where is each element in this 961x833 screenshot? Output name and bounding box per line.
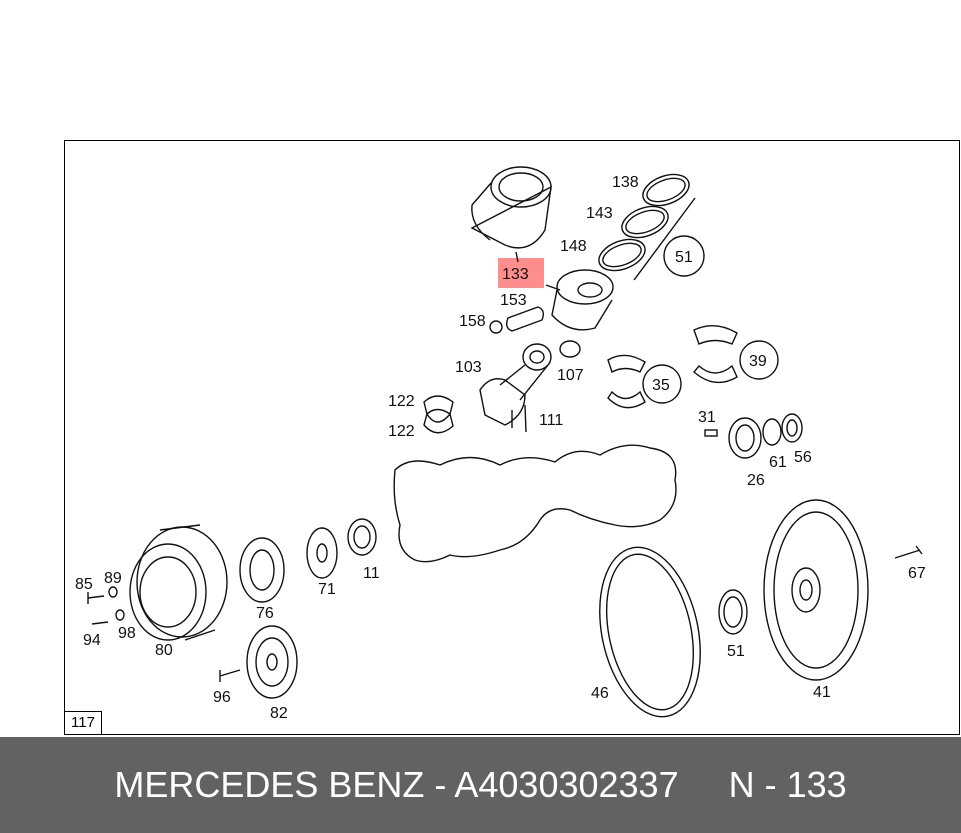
callout-103: 103 — [455, 359, 482, 376]
piston — [545, 269, 614, 331]
callout-85: 85 — [75, 576, 93, 593]
callout-143: 143 — [586, 205, 613, 222]
part-number-label: MERCEDES BENZ - A4030302337 — [114, 764, 679, 805]
callout-41: 41 — [813, 684, 831, 701]
callout-148: 148 — [560, 238, 587, 255]
callout-89: 89 — [104, 570, 122, 587]
diagram-frame — [64, 140, 960, 735]
bolts — [87, 545, 923, 682]
piston-pin — [489, 306, 581, 358]
callout-80: 80 — [155, 642, 173, 659]
pulley-80 — [129, 524, 228, 641]
callout-31: 31 — [698, 409, 716, 426]
callout-94: 94 — [83, 632, 101, 649]
callout-82: 82 — [270, 705, 288, 722]
conrod-bearings — [423, 395, 454, 434]
footer-bar: MERCEDES BENZ - A4030302337 N - 133 — [0, 737, 961, 833]
position-label: N - 133 — [728, 764, 847, 805]
cylinder-liner — [470, 166, 552, 263]
damper-76 — [239, 537, 285, 603]
callout-138: 138 — [612, 174, 639, 191]
callout-122-top: 122 — [388, 393, 415, 410]
callout-61: 61 — [769, 454, 787, 471]
damper-82 — [246, 625, 298, 699]
callout-98: 98 — [118, 625, 136, 642]
callout-158: 158 — [459, 313, 486, 330]
ring-gear-46 — [599, 546, 701, 718]
crankcase-gasket — [393, 444, 677, 563]
seal-51 — [718, 589, 748, 635]
highlight-marker — [498, 258, 544, 288]
callout-51-bottom: 51 — [727, 643, 745, 660]
callout-67: 67 — [908, 565, 926, 582]
callout-96: 96 — [213, 689, 231, 706]
callout-26: 26 — [747, 472, 765, 489]
callout-71: 71 — [318, 581, 336, 598]
callout-11: 11 — [363, 565, 380, 582]
connecting-rod — [479, 343, 552, 433]
seal-11 — [347, 518, 377, 556]
callout-111: 111 — [539, 412, 563, 429]
callout-35: 35 — [652, 377, 670, 394]
callout-56: 56 — [794, 449, 812, 466]
callout-46: 46 — [591, 685, 609, 702]
crankshaft-parts — [704, 413, 803, 459]
callout-122-bottom: 122 — [388, 423, 415, 440]
callout-107: 107 — [557, 367, 584, 384]
callout-39: 39 — [749, 353, 767, 370]
main-bearing-shells — [607, 325, 779, 409]
flange-71 — [306, 527, 338, 579]
callout-51-top: 51 — [675, 249, 693, 266]
flywheel-41 — [763, 499, 869, 681]
callout-153: 153 — [500, 292, 527, 309]
piston-rings — [598, 173, 705, 281]
callout-133: 133 — [502, 266, 529, 283]
callout-76: 76 — [256, 605, 274, 622]
page-number: 117 — [64, 711, 102, 735]
